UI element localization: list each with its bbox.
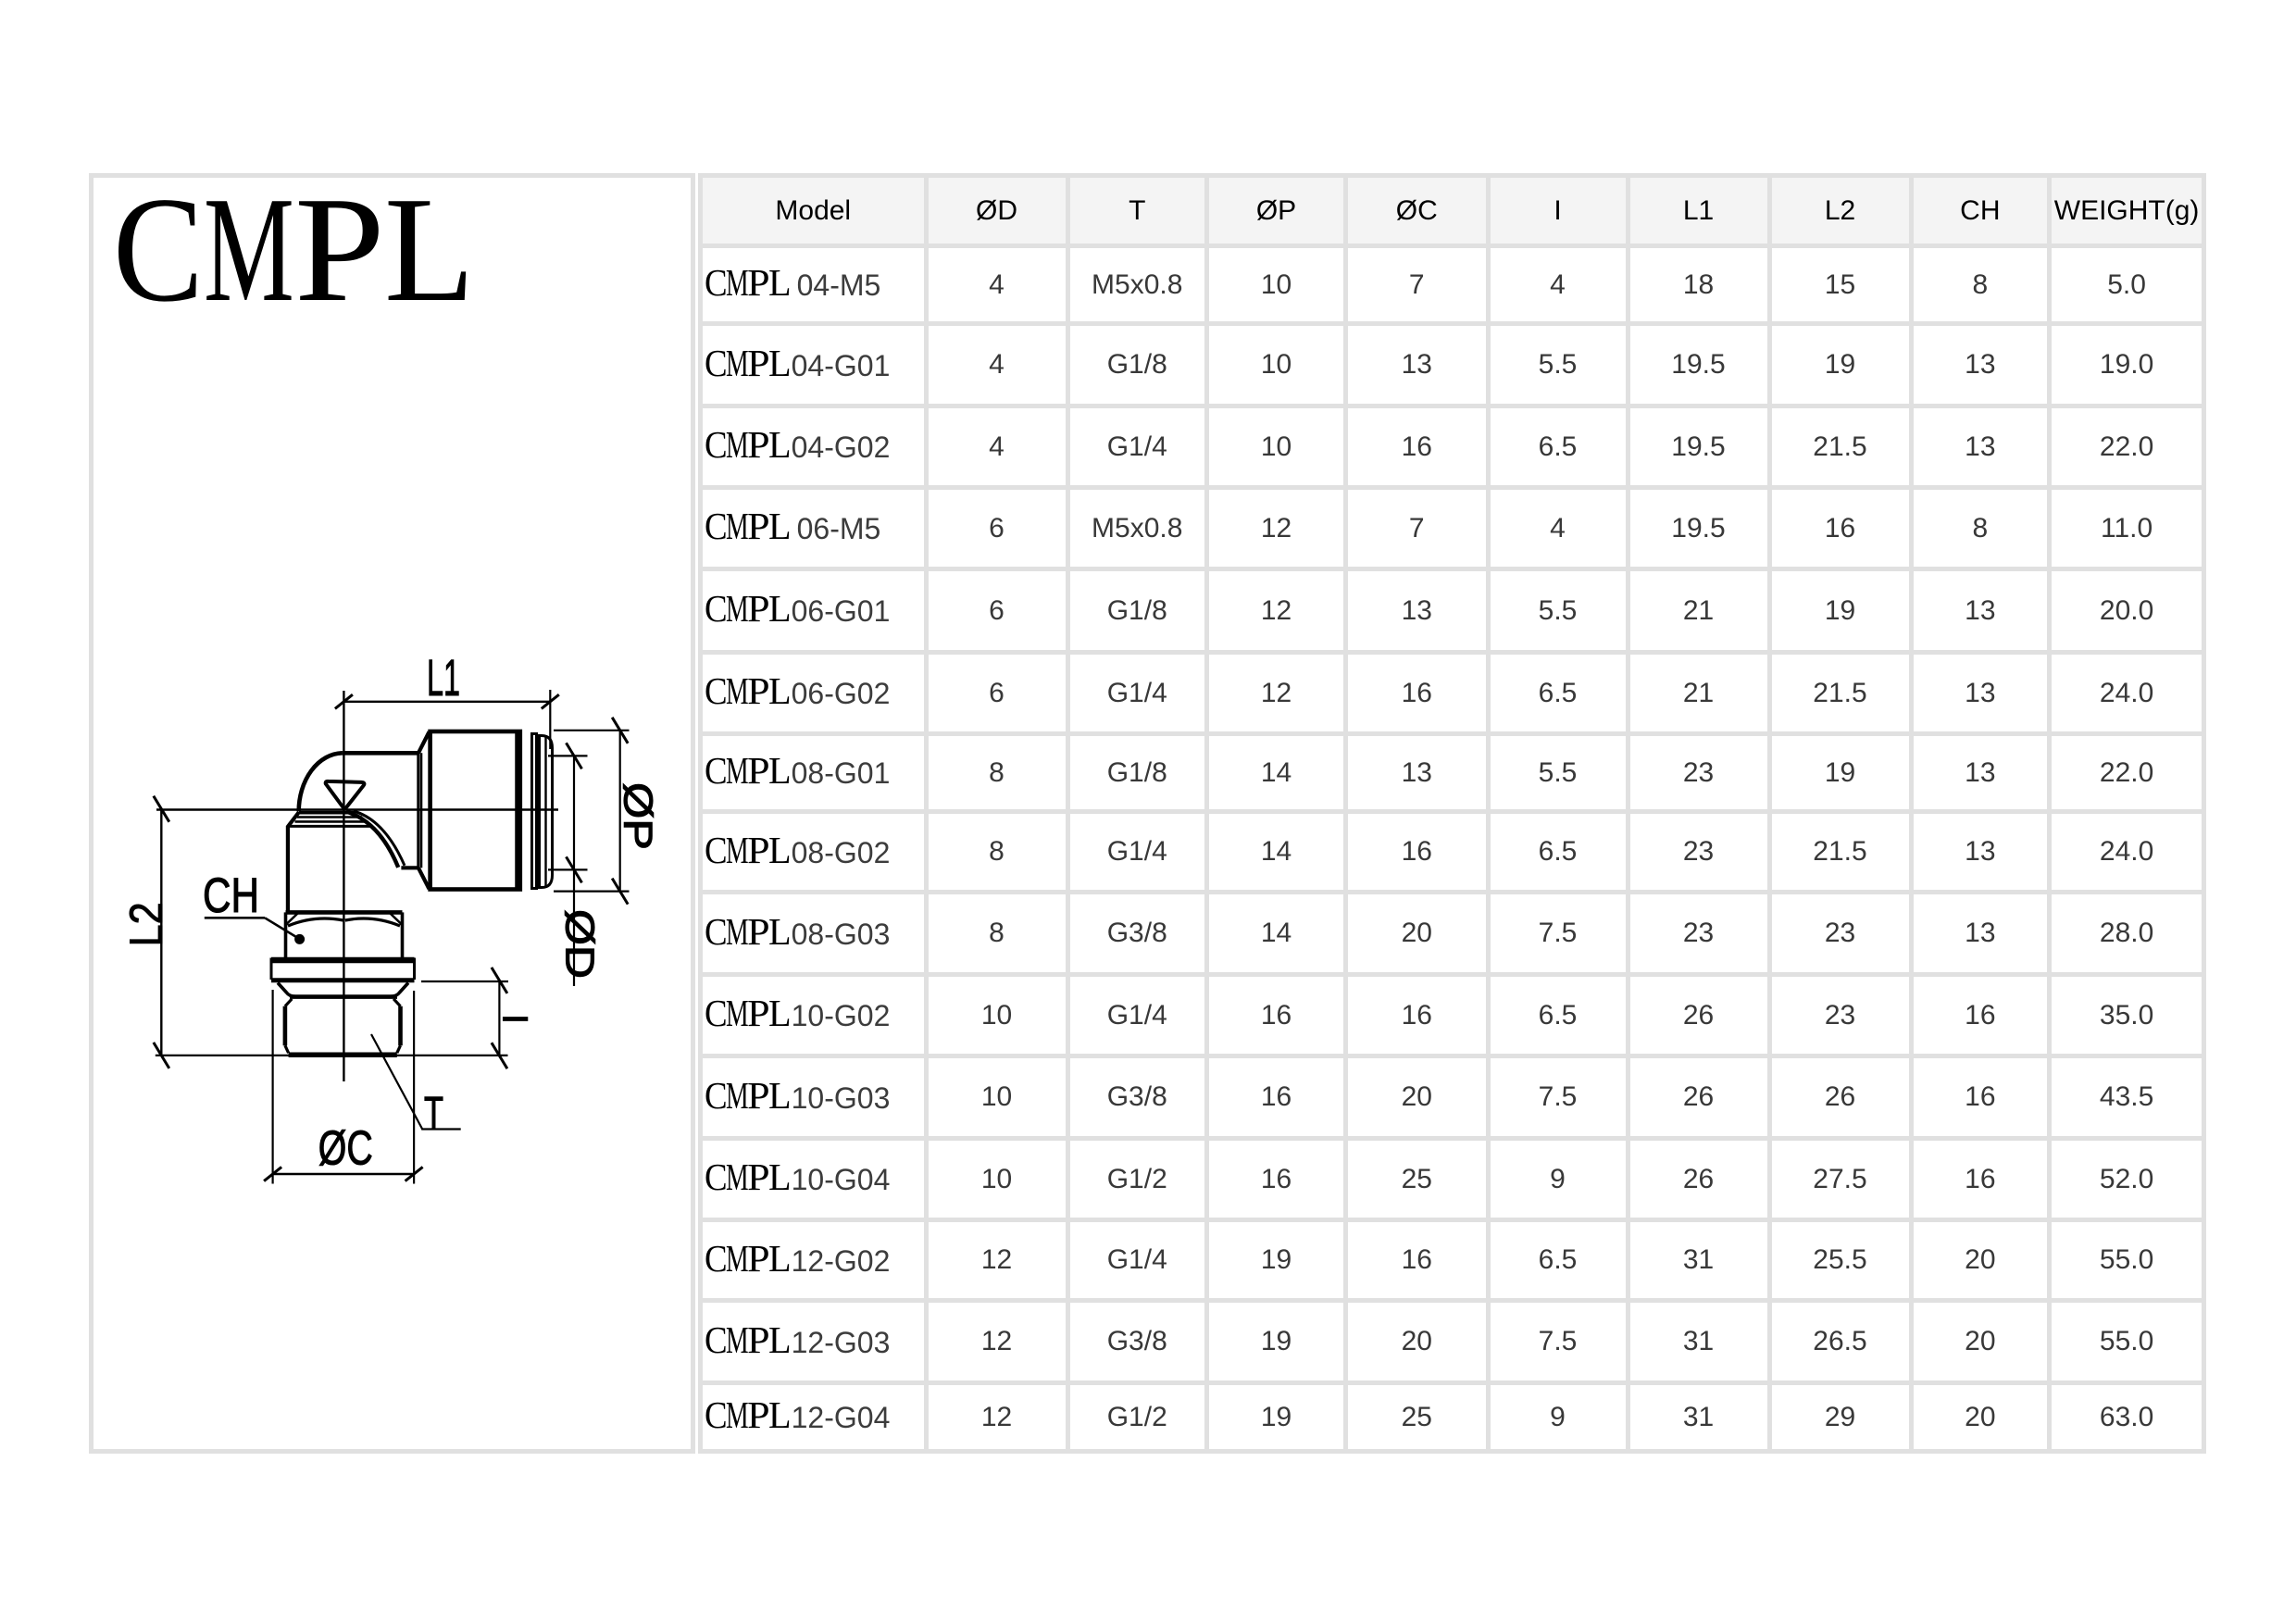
svg-text:L1: L1 bbox=[427, 648, 460, 706]
svg-text:L2: L2 bbox=[120, 902, 172, 946]
svg-text:ØC: ØC bbox=[318, 1122, 373, 1176]
svg-text:ØP: ØP bbox=[616, 782, 661, 850]
svg-text:I: I bbox=[495, 1014, 534, 1024]
svg-text:CH: CH bbox=[203, 868, 259, 923]
svg-text:T: T bbox=[424, 1089, 443, 1138]
svg-text:ØD: ØD bbox=[557, 909, 603, 979]
